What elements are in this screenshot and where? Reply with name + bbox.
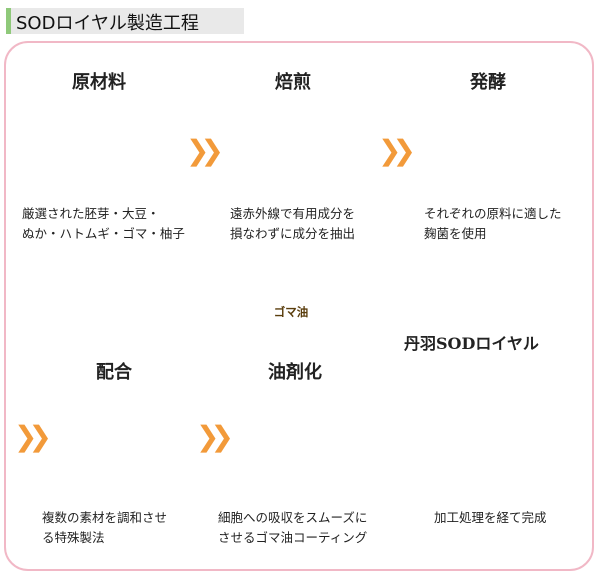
title-bar [6, 8, 244, 34]
stage-name-ferment: 発酵 [470, 72, 506, 93]
sesame-oil-label: ゴマ油 [273, 305, 309, 319]
product-name: 丹羽SODロイヤル [404, 334, 539, 353]
stage-name-oil: 油剤化 [268, 362, 322, 383]
stage-name-roast: 焙煎 [275, 72, 311, 93]
stage-name-blend: 配合 [96, 362, 132, 383]
desc-ferment: それぞれの原料に適した 麹菌を使用 [424, 206, 562, 241]
chevron-arrow-2: ❯❯ [378, 134, 416, 167]
desc-product: 加工処理を経て完成 [434, 510, 547, 525]
chevron-arrow-1: ❯❯ [186, 134, 224, 167]
chevron-arrow-4: ❯❯ [196, 420, 234, 453]
leaf-labels: 抹茶 柚子液 杜仲茶 [70, 288, 111, 338]
process-panel [4, 41, 594, 571]
desc-oil: 細胞への吸収をスムーズに させるゴマ油コーティング [218, 510, 368, 545]
chevron-arrow-3: ❯❯ [14, 420, 52, 453]
desc-blend: 複数の素材を調和させ る特殊製法 [42, 510, 168, 545]
desc-roast: 遠赤外線で有用成分を 損なわずに成分を抽出 [230, 206, 356, 241]
page-title: SODロイヤル製造工程 [16, 13, 199, 34]
desc-raw: 厳選された胚芽・大豆・ ぬか・ハトムギ・ゴマ・柚子 [22, 206, 185, 241]
stage-name-raw: 原材料 [72, 72, 126, 93]
